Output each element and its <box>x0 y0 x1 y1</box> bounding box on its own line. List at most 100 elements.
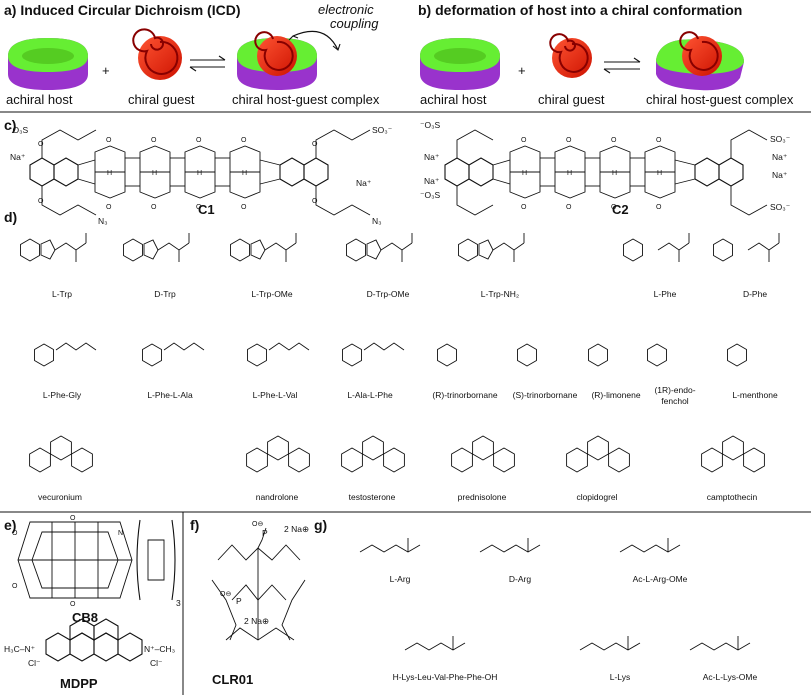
row2-molecule <box>247 342 310 367</box>
svg-text:O: O <box>312 141 318 148</box>
svg-text:O: O <box>566 204 572 211</box>
c2-label: C2 <box>612 202 629 217</box>
row2-molecule <box>647 343 667 367</box>
row2-molecule <box>142 342 205 367</box>
svg-text:O: O <box>656 204 662 211</box>
svg-text:O: O <box>12 530 18 537</box>
row3-molecule <box>29 435 93 473</box>
svg-text:O: O <box>196 204 202 211</box>
compound-label: L-Phe <box>654 289 677 299</box>
compound-label: L-menthone <box>732 390 778 400</box>
row1-molecule <box>458 233 525 262</box>
svg-text:H: H <box>197 170 202 177</box>
c1-na-left: Na⁺ <box>10 152 26 162</box>
chiral-complex <box>237 31 317 90</box>
c1-n3-left: N₃ <box>98 216 108 226</box>
coupling-label-top: electronic <box>318 2 374 17</box>
compound-label: L-Phe-Gly <box>43 390 82 400</box>
molecule-c1: O O O O O O O O O O O O H H H H ⁻O₃S Na⁺… <box>8 125 393 226</box>
clr01-na-bot: 2 Na⊕ <box>244 616 269 626</box>
plus-sign-b: + <box>518 63 526 78</box>
compound-label: L-Ala-L-Phe <box>347 390 393 400</box>
svg-text:O: O <box>656 137 662 144</box>
c1-na-right: Na⁺ <box>356 178 372 188</box>
compound-label: L-Phe-L-Ala <box>147 390 193 400</box>
mdpp-label: MDPP <box>60 676 98 691</box>
compound-label: L-Phe-L-Val <box>253 390 298 400</box>
svg-text:O: O <box>151 137 157 144</box>
c2-so3-topleft: ⁻O₃S <box>420 120 441 130</box>
c2-na-right-2: Na⁺ <box>772 170 788 180</box>
svg-text:H: H <box>107 170 112 177</box>
svg-text:O: O <box>38 141 44 148</box>
compound-label: (S)-trinorbornane <box>513 390 578 400</box>
svg-text:O: O <box>70 515 76 522</box>
amino-acid-structure <box>479 538 541 553</box>
c1-label: C1 <box>198 202 215 217</box>
panel-a-title: a) Induced Circular Dichroism (ICD) <box>4 2 240 18</box>
mdpp-methyl-left: H₃C–N⁺ <box>4 644 36 654</box>
row2-molecule <box>727 343 747 367</box>
molecule-c2: O O O O O O O O H H H H ⁻O₃S ⁻O₃S Na⁺ Na… <box>420 120 791 217</box>
row2-molecule <box>517 343 537 367</box>
panel-c-letter: c) <box>4 117 16 133</box>
guest-label-b: chiral guest <box>538 92 605 107</box>
row1-molecule <box>623 233 690 262</box>
compound-label: (R)-limonene <box>591 390 640 400</box>
svg-text:O: O <box>521 137 527 144</box>
clr01-o-top: O⊖ <box>252 521 263 528</box>
compound-label: D-Phe <box>743 289 767 299</box>
amino-acid-structure <box>404 636 466 651</box>
panel-e-letter: e) <box>4 517 16 533</box>
compound-label: D-Trp <box>154 289 176 299</box>
coupling-label-bottom: coupling <box>330 16 379 31</box>
compound-label: (R)-trinorbornane <box>432 390 497 400</box>
amino-acid-structure <box>689 636 751 651</box>
clr01-p-top: P <box>262 528 268 538</box>
svg-text:H: H <box>657 170 662 177</box>
achiral-host-ring <box>8 38 88 90</box>
guest-label: chiral guest <box>128 92 195 107</box>
row2-molecule <box>342 342 405 367</box>
host-label: achiral host <box>6 92 73 107</box>
clr01-structure: P O⊖ P O⊖ 2 Na⊕ 2 Na⊕ <box>211 521 309 641</box>
compound-label: L-Arg <box>390 574 411 584</box>
compound-label: Ac-L-Arg-OMe <box>633 574 688 584</box>
svg-text:O: O <box>106 137 112 144</box>
row1-molecule <box>346 233 413 262</box>
row3-molecule <box>451 435 515 473</box>
mdpp-structure: H₃C–N⁺ N⁺–CH₃ Cl⁻ Cl⁻ <box>4 618 175 668</box>
compound-label: (1R)-endo- <box>654 385 695 395</box>
panel-b-title: b) deformation of host into a chiral con… <box>418 2 742 18</box>
panel-e: e) O O O O N 3 CB8 H₃C–N⁺ N <box>4 515 181 691</box>
row1-molecule <box>230 233 297 262</box>
complex-label: chiral host-guest complex <box>232 92 380 107</box>
clr01-label: CLR01 <box>212 672 253 687</box>
row2-molecule <box>34 342 97 367</box>
compound-label: L-Lys <box>610 672 630 682</box>
compound-label: vecuronium <box>38 492 82 502</box>
row2-labels: L-Phe-Gly L-Phe-L-Ala L-Phe-L-Val L-Ala-L-P… <box>43 385 778 406</box>
amino-acid-structure <box>619 538 681 553</box>
mdpp-methyl-right: N⁺–CH₃ <box>144 644 175 654</box>
mdpp-cl-right: Cl⁻ <box>150 658 163 668</box>
mdpp-cl-left: Cl⁻ <box>28 658 41 668</box>
compound-label: nandrolone <box>256 492 299 502</box>
svg-text:O: O <box>566 137 572 144</box>
svg-text:H: H <box>612 170 617 177</box>
compound-label: D-Arg <box>509 574 531 584</box>
svg-text:O: O <box>241 204 247 211</box>
panel-d-letter: d) <box>4 209 17 225</box>
row1-molecule <box>20 233 87 262</box>
clr01-na-top: 2 Na⊕ <box>284 524 309 534</box>
svg-text:O: O <box>611 137 617 144</box>
c1-so3-right: SO₃⁻ <box>372 125 393 135</box>
svg-text:H: H <box>567 170 572 177</box>
panel-b: b) deformation of host into a chiral con… <box>418 2 794 107</box>
row2-structures <box>34 342 747 367</box>
chiral-guest-spiral-b <box>549 33 592 78</box>
